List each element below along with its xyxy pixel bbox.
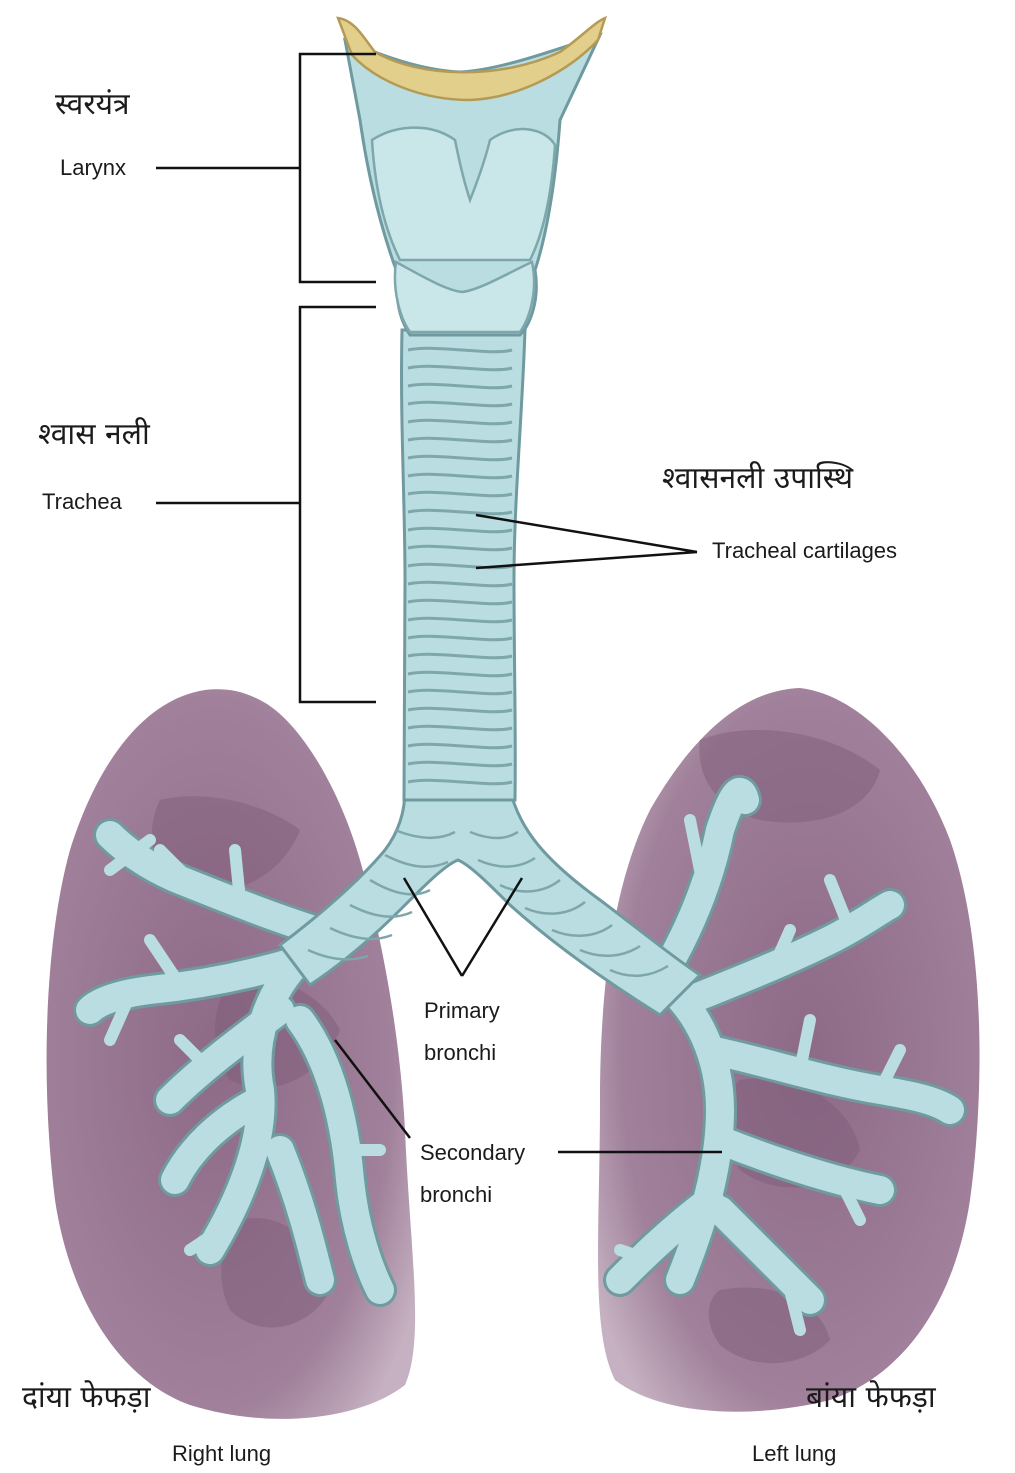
tracheal-ring: [407, 490, 513, 498]
primary-leader-left: [402, 877, 464, 977]
left-bronchial-tree: [493, 775, 967, 1336]
tracheal-ring: [407, 562, 513, 570]
primary-bronchi-label-line1: Primary: [424, 998, 500, 1023]
larynx-label: Larynx: [60, 155, 127, 180]
tracheal-ring: [407, 634, 513, 642]
tracheal-ring: [407, 778, 513, 786]
tracheal-ring: [407, 436, 513, 444]
leader-lines: [156, 52, 722, 1154]
trachea-label: Trachea: [42, 489, 122, 514]
primary-leader-right: [460, 877, 524, 977]
thyroid-cartilage: [370, 126, 557, 262]
secondary-bronchi-label-line2: bronchi: [420, 1182, 493, 1207]
cricoid-cartilage: [393, 260, 536, 334]
tracheal-ring: [407, 346, 513, 354]
tracheal-ring: [407, 652, 513, 660]
tracheal-ring: [407, 508, 513, 516]
tracheal-ring: [407, 616, 513, 624]
tracheal-ring: [407, 688, 513, 696]
right-lung-label: Right lung: [172, 1441, 272, 1466]
tracheal-cartilage-rings: [407, 346, 513, 786]
epiglottis: [336, 15, 607, 102]
tracheal-cartilage-hindi-label: श्वासनली उपास्थि: [662, 461, 854, 496]
secondary-leader-right: [334, 1039, 411, 1139]
right-lung-hindi-label: दांया फेफड़ा: [22, 1380, 151, 1415]
tracheal-ring: [407, 526, 513, 534]
primary-bronchi-rings: [307, 828, 669, 978]
tracheal-ring: [407, 760, 513, 768]
tracheal-ring: [407, 724, 513, 732]
secondary-bronchi-label-line1: Secondary: [420, 1140, 526, 1165]
primary-bronchi-label-line2: bronchi: [424, 1040, 497, 1065]
tracheal-cartilages-label: Tracheal cartilages: [712, 538, 898, 563]
primary-bronchi: [277, 788, 703, 1017]
tracheal-ring: [407, 454, 513, 462]
trachea-bracket: [298, 305, 376, 704]
tracheal-ring: [407, 382, 513, 390]
tracheal-ring: [407, 670, 513, 678]
tracheal-ring: [407, 418, 513, 426]
left-lung-label: Left lung: [752, 1441, 837, 1466]
tracheal-ring: [407, 364, 513, 372]
tracheal-ring: [407, 706, 513, 714]
tracheal-ring: [407, 544, 513, 552]
tracheal-ring: [407, 580, 513, 588]
tracheal-ring: [407, 400, 513, 408]
tracheal-ring: [407, 742, 513, 750]
larynx-hindi-label: स्वरयंत्र: [55, 87, 130, 122]
tracheal-ring: [407, 598, 513, 606]
left-lung-hindi-label: बांया फेफड़ा: [806, 1380, 936, 1415]
trachea-hindi-label: श्वास नली: [38, 417, 150, 452]
cartilage-leader-2: [475, 550, 698, 570]
tracheal-ring: [407, 472, 513, 480]
cartilage-leader-1: [475, 513, 698, 554]
